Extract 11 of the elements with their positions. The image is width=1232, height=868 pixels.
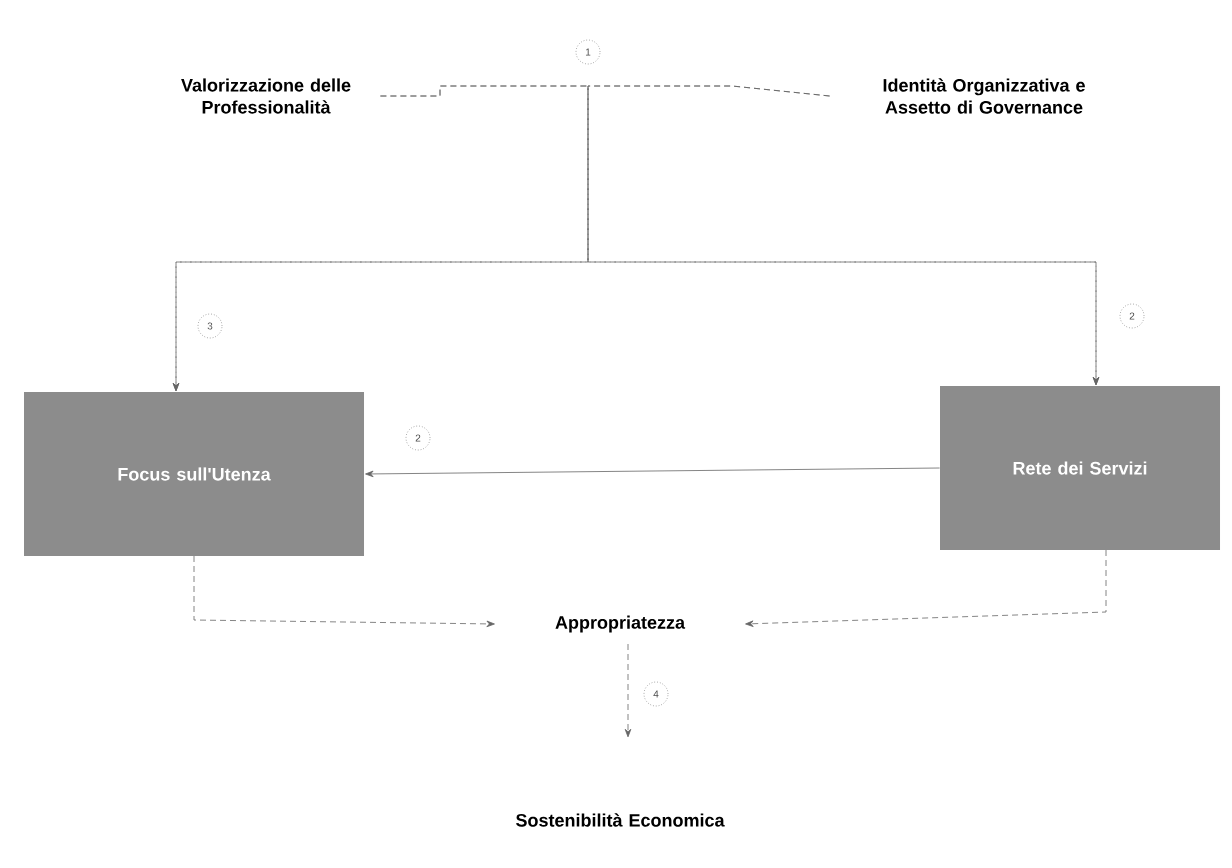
arrow (745, 549, 1107, 627)
node-text: Sostenibilità Economica (516, 813, 725, 827)
arrow (365, 467, 940, 478)
arrow (587, 85, 1100, 386)
node-text: Appropriatezza (555, 615, 686, 633)
node-text: Identità Organizzativa e Assetto di Governance (883, 78, 1085, 114)
node-text: Valorizzazione delle Professionalità (181, 78, 351, 114)
process-box: Focus sull'Utenza (24, 392, 364, 556)
process-box: Rete dei Servizi (940, 386, 1220, 550)
arrow (624, 643, 632, 738)
arrow (193, 555, 495, 628)
